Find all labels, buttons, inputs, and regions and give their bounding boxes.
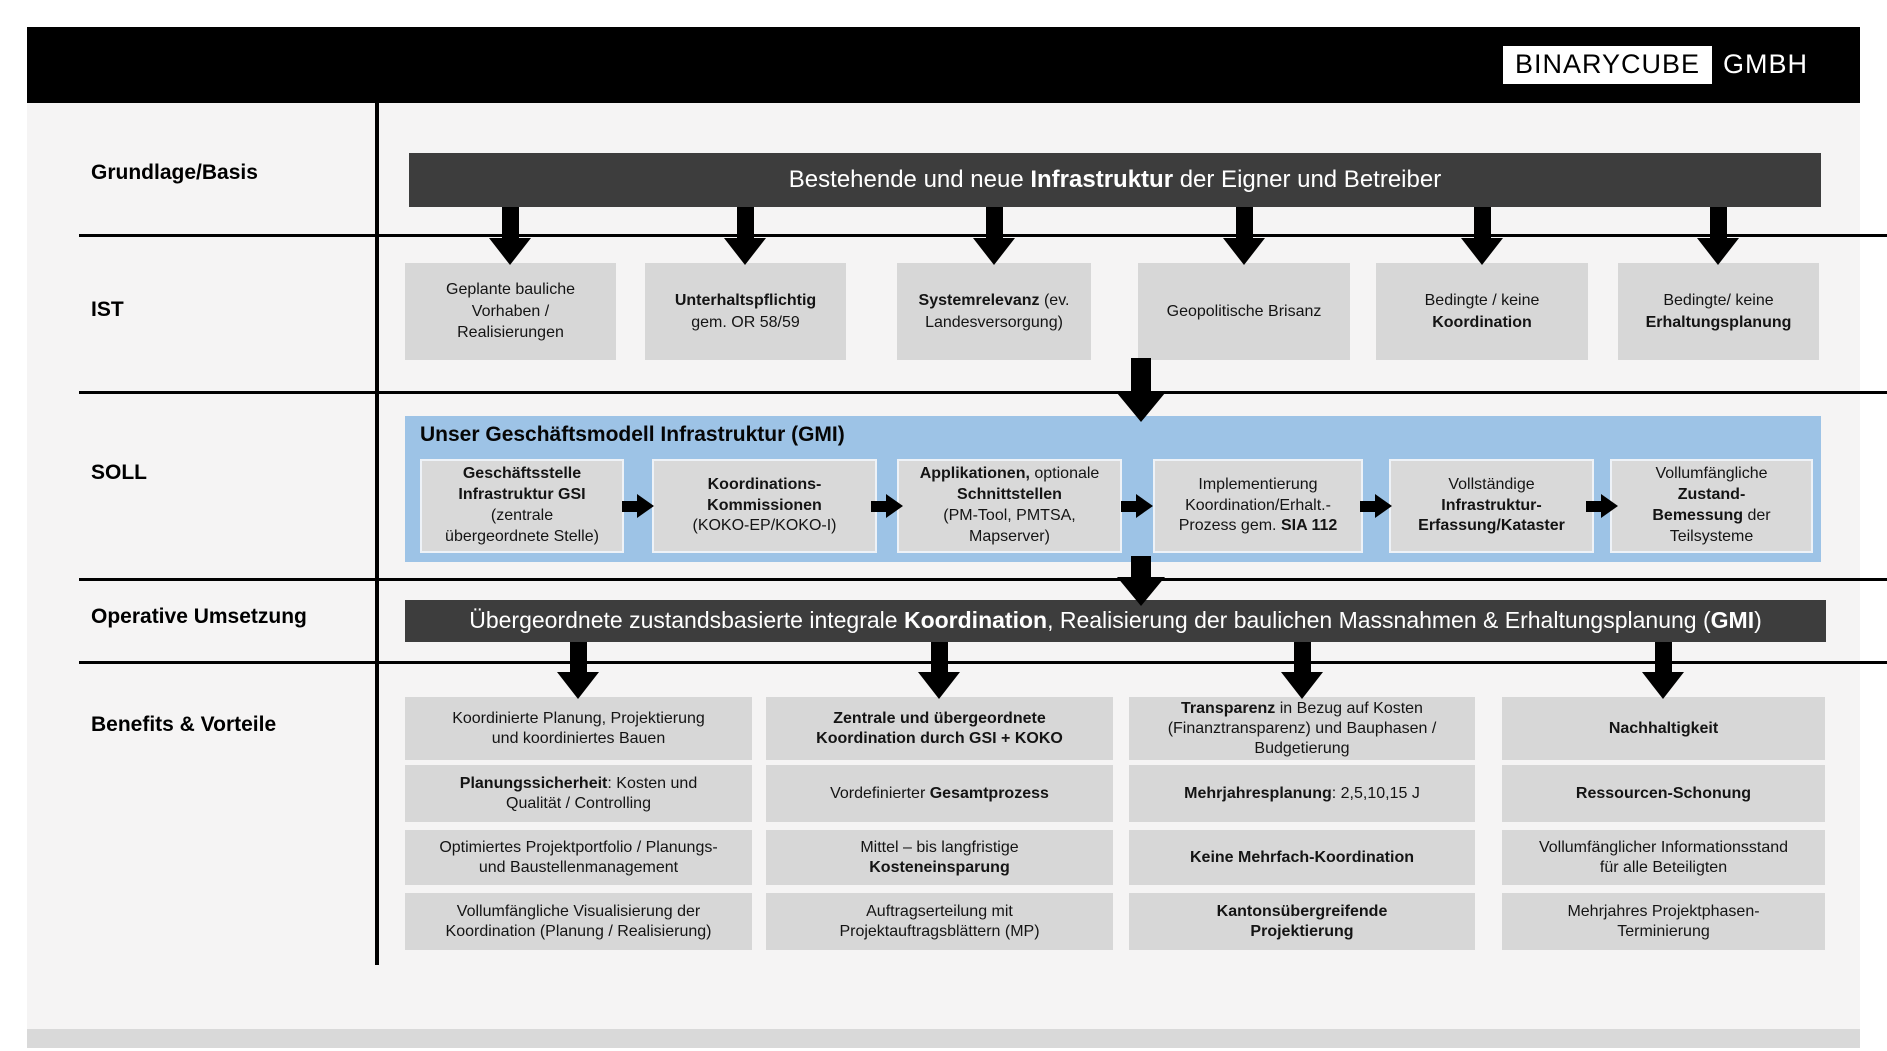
arrow-down-icon [1117,556,1165,606]
soll-box-text: Vollumfängliche Zustand- Bemessung der T… [1652,465,1771,545]
row-divider-soll-operative [79,578,1887,581]
benefit-box: Mehrjahres Projektphasen- Terminierung [1502,893,1825,950]
benefit-box: Keine Mehrfach-Koordination [1129,830,1475,885]
ist-box-geopolitische-brisanz: Geopolitische Brisanz [1138,263,1350,360]
row-label-benefits: Benefits & Vorteile [91,713,277,736]
soll-box-implementierung-sia112: Implementierung Koordination/Erhalt.- Pr… [1153,459,1363,553]
soll-box-text: Implementierung Koordination/Erhalt.- Pr… [1178,475,1338,535]
benefit-text: Koordinierte Planung, Projektierung und … [452,709,705,747]
arrow-down-icon [918,642,960,699]
benefit-text: Mittel – bis langfristige Kosteneinsparu… [860,838,1019,876]
arrow-down-icon [1642,642,1684,699]
soll-gmi-block: Unser Geschäftsmodell Infrastruktur (GMI… [405,416,1821,562]
benefit-text: Mehrjahresplanung: 2,5,10,15 J [1184,784,1420,802]
row-divider-operative-benefits [79,661,1887,664]
benefit-box: Mehrjahresplanung: 2,5,10,15 J [1129,765,1475,822]
row-label-grundlage: Grundlage/Basis [91,161,258,184]
row-label-soll: SOLL [91,461,147,484]
soll-block-title: Unser Geschäftsmodell Infrastruktur (GMI… [420,423,845,446]
arrow-down-icon [1117,358,1165,422]
logo-binarycube: BINARYCUBE [1502,46,1712,84]
ist-box-geplante-vorhaben: Geplante bauliche Vorhaben / Realisierun… [405,263,616,360]
benefit-box: Nachhaltigkeit [1502,697,1825,760]
arrow-down-icon [1461,207,1503,265]
ist-box-systemrelevanz: Systemrelevanz (ev. Landesversorgung) [897,263,1091,360]
benefit-box: Zentrale und übergeordnete Koordination … [766,697,1113,760]
company-logo: BINARYCUBE GMBH [1502,46,1808,84]
benefit-box: Vollumfänglicher Informationsstand für a… [1502,830,1825,885]
operative-bar-text: Übergeordnete zustandsbasierte integrale… [469,607,1762,634]
ist-box-keine-koordination: Bedingte / keine Koordination [1376,263,1588,360]
benefit-box: Koordinierte Planung, Projektierung und … [405,697,752,760]
row-label-operative: Operative Umsetzung [91,605,307,628]
soll-box-koordinations-kommissionen: Koordinations- Kommissionen (KOKO-EP/KOK… [652,459,877,553]
benefit-text: Kantonsübergreifende Projektierung [1216,902,1388,940]
bottom-strip [27,1029,1860,1048]
arrow-down-icon [1281,642,1323,699]
benefit-box: Vordefinierter Gesamtprozess [766,765,1113,822]
benefit-text: Ressourcen-Schonung [1575,784,1752,802]
ist-box-text: Bedingte/ keine Erhaltungsplanung [1645,291,1792,331]
arrow-right-icon [1360,494,1392,518]
soll-box-geschaeftsstelle-gsi: Geschäftsstelle Infrastruktur GSI (zentr… [420,459,624,553]
arrow-down-icon [489,207,531,265]
benefit-box: Transparenz in Bezug auf Kosten (Finanzt… [1129,697,1475,760]
soll-box-text: Applikationen, optionale Schnittstellen … [919,465,1100,545]
arrow-right-icon [1121,494,1153,518]
soll-box-zustand-bemessung: Vollumfängliche Zustand- Bemessung der T… [1610,459,1813,553]
grundlage-bar: Bestehende und neue Infrastruktur der Ei… [409,153,1821,207]
soll-box-applikationen-schnittstellen: Applikationen, optionale Schnittstellen … [897,459,1122,553]
arrow-right-icon [1586,494,1618,518]
benefit-box: Mittel – bis langfristige Kosteneinsparu… [766,830,1113,885]
soll-box-infrastruktur-erfassung: Vollständige Infrastruktur- Erfassung/Ka… [1389,459,1594,553]
row-label-ist: IST [91,298,124,321]
soll-box-text: Vollständige Infrastruktur- Erfassung/Ka… [1418,475,1565,535]
arrow-down-icon [973,207,1015,265]
arrow-right-icon [622,494,654,518]
arrow-down-icon [724,207,766,265]
benefit-text: Optimiertes Projektportfolio / Planungs-… [439,838,718,876]
benefit-box: Planungssicherheit: Kosten und Qualität … [405,765,752,822]
arrow-down-icon [1223,207,1265,265]
benefit-text: Nachhaltigkeit [1608,719,1719,737]
benefit-text: Auftragserteilung mit Projektauftragsblä… [839,902,1040,940]
benefit-text: Vollumfänglicher Informationsstand für a… [1538,838,1789,876]
arrow-down-icon [1697,207,1739,265]
benefit-text: Vollumfängliche Visualisierung der Koord… [445,902,712,940]
benefit-text: Keine Mehrfach-Koordination [1189,848,1414,866]
benefit-box: Kantonsübergreifende Projektierung [1129,893,1475,950]
ist-box-text: Geplante bauliche Vorhaben / Realisierun… [446,281,575,342]
soll-box-text: Geschäftsstelle Infrastruktur GSI (zentr… [445,465,599,545]
benefit-text: Planungssicherheit: Kosten und Qualität … [459,774,698,812]
ist-box-text: Systemrelevanz (ev. Landesversorgung) [918,291,1070,331]
benefit-box: Auftragserteilung mit Projektauftragsblä… [766,893,1113,950]
row-divider-ist-soll [79,391,1887,394]
ist-box-text: Bedingte / keine Koordination [1424,291,1540,331]
benefit-text: Zentrale und übergeordnete Koordination … [816,709,1063,747]
benefit-box: Vollumfängliche Visualisierung der Koord… [405,893,752,950]
left-divider-line [375,103,379,965]
ist-box-text: Unterhaltspflichtig gem. OR 58/59 [674,291,817,331]
benefit-box: Optimiertes Projektportfolio / Planungs-… [405,830,752,885]
benefit-box: Ressourcen-Schonung [1502,765,1825,822]
ist-box-unterhaltspflichtig: Unterhaltspflichtig gem. OR 58/59 [645,263,846,360]
header-bar: BINARYCUBE GMBH [27,27,1860,103]
benefit-text: Mehrjahres Projektphasen- Terminierung [1567,902,1760,940]
row-divider-grundlage-ist [79,234,1887,237]
ist-box-text: Geopolitische Brisanz [1166,302,1322,320]
grundlage-bar-text: Bestehende und neue Infrastruktur der Ei… [788,165,1442,193]
arrow-right-icon [871,494,903,518]
operative-bar: Übergeordnete zustandsbasierte integrale… [405,600,1826,642]
benefit-text: Transparenz in Bezug auf Kosten (Finanzt… [1167,699,1437,757]
ist-box-keine-erhaltungsplanung: Bedingte/ keine Erhaltungsplanung [1618,263,1819,360]
arrow-down-icon [557,642,599,699]
logo-gmbh: GMBH [1723,49,1808,80]
soll-box-text: Koordinations- Kommissionen (KOKO-EP/KOK… [692,475,837,535]
benefit-text: Vordefinierter Gesamtprozess [830,784,1049,802]
